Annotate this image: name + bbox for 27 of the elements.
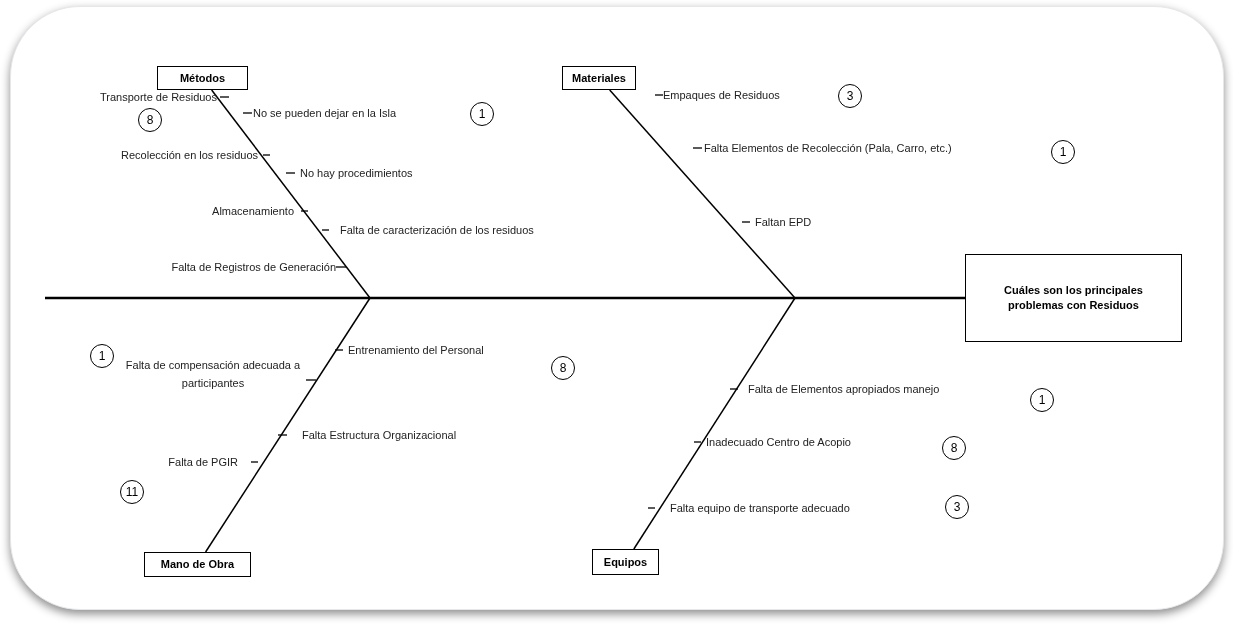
cause-label: Falta Elementos de Recolección (Pala, Carro, etc.) [704,141,952,156]
category-box: Métodos [157,66,248,90]
cause-label: Recolección en los residuos [121,148,258,163]
cause-label: Transporte de Residuos [100,90,217,105]
cause-label: Entrenamiento del Personal [348,343,484,358]
bone-line [210,89,371,299]
cause-label: Falta de Elementos apropiados manejo [748,382,940,397]
cause-label: No se pueden dejar en la Isla [253,106,397,121]
cause-label: Falta de compensación adecuada a participantes [124,358,302,391]
bone-line [608,89,796,299]
category-box: Mano de Obra [144,552,251,577]
cause-label: Falta de caracterización de los residuos [340,223,534,238]
cause-label: Empaques de Residuos [663,88,780,103]
category-box: Equipos [592,549,659,575]
spine-line [45,296,965,300]
cause-label: No hay procedimientos [300,166,413,181]
cause-label: Faltan EPD [755,215,812,230]
bone-line [633,297,796,550]
cause-label: Falta de PGIR [168,455,238,470]
cause-label: Falta equipo de transporte adecuado [670,501,850,516]
cause-label: Inadecuado Centro de Acopio [706,435,851,450]
effect-box: Cuáles son los principales problemas con Residuos [965,254,1182,342]
cause-label: Almacenamiento [212,204,294,219]
cause-label: Falta Estructura Organizacional [302,428,457,443]
bone-line [204,297,371,553]
category-box: Materiales [562,66,636,90]
cause-label: Falta de Registros de Generación [171,260,336,275]
